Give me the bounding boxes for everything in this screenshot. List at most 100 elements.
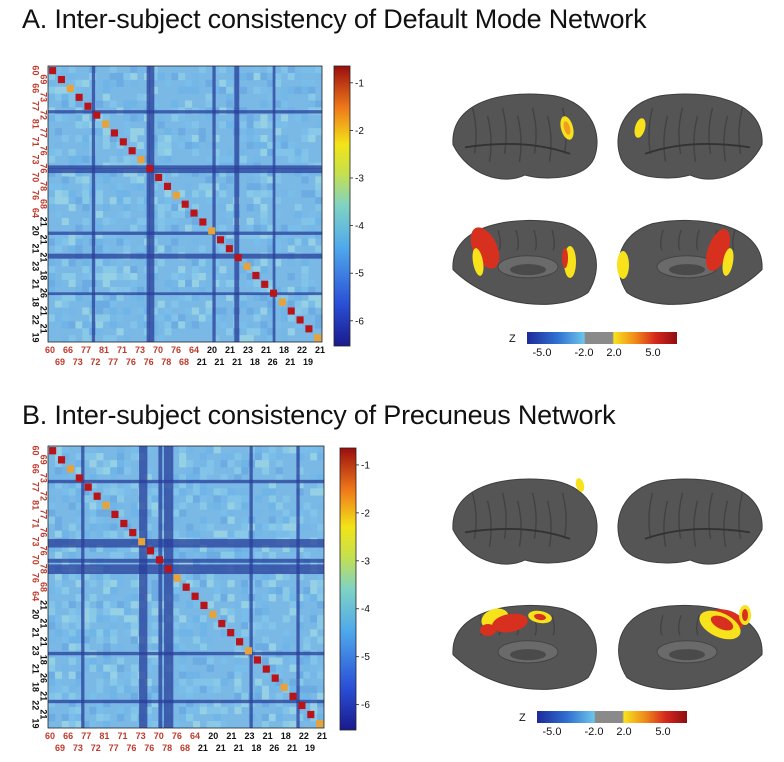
matrix-cell [150, 169, 158, 177]
matrix-cell [48, 273, 56, 281]
matrix-cell [61, 114, 69, 122]
matrix-cell [267, 293, 275, 301]
colorbar-tick-label: -1 [361, 460, 370, 471]
matrix-cell [82, 321, 90, 329]
matrix-cell [205, 100, 213, 108]
matrix-cell [239, 300, 247, 308]
matrix-cell [226, 231, 234, 239]
brain-sulcus [471, 492, 477, 539]
matrix-cell [150, 231, 158, 239]
matrix-cell [296, 544, 304, 553]
matrix-cell [110, 601, 118, 609]
matrix-cell [219, 307, 227, 315]
similarity-matrix-a: 6069667377728177717673767078766864212021… [31, 65, 365, 367]
matrix-cell [205, 176, 213, 184]
matrix-cell [227, 579, 235, 588]
matrix-cell [117, 657, 125, 665]
matrix-bottom-tick: 76 [144, 357, 154, 367]
matrix-cell [109, 231, 117, 239]
matrix-cell [191, 169, 199, 177]
matrix-bottom-tick: 23 [244, 731, 254, 741]
matrix-cell [253, 238, 261, 246]
matrix-cell [179, 509, 187, 517]
matrix-cell [280, 286, 289, 294]
matrix-cell [220, 594, 228, 602]
matrix-cell [205, 93, 213, 101]
matrix-cell [103, 657, 111, 665]
matrix-diagonal-cell [110, 129, 119, 137]
matrix-cell [82, 79, 90, 87]
matrix-left-tick: 21 [39, 637, 49, 647]
matrix-cell [75, 321, 83, 329]
matrix-cell [294, 204, 302, 212]
matrix-cell [191, 224, 199, 232]
matrix-cell [317, 502, 325, 510]
matrix-cell [103, 509, 111, 517]
matrix-cell [172, 488, 180, 496]
z-colorbar-tick: -5.0 [543, 726, 562, 738]
matrix-band [163, 446, 170, 728]
matrix-bottom-tick: 69 [55, 357, 65, 367]
matrix-cell [82, 720, 90, 729]
matrix-cell [75, 643, 83, 651]
matrix-cell [301, 300, 309, 308]
matrix-cell [310, 453, 318, 461]
matrix-cell [117, 685, 125, 694]
matrix-cell [275, 671, 283, 679]
matrix-cell [241, 579, 249, 588]
matrix-bottom-tick: 71 [117, 345, 127, 355]
matrix-band [234, 66, 240, 342]
matrix-cell [157, 300, 165, 308]
matrix-cell [198, 286, 206, 294]
matrix-cell [54, 467, 63, 475]
matrix-cell [109, 66, 117, 74]
matrix-cell [219, 183, 227, 191]
matrix-cell [137, 141, 145, 150]
matrix-cell [241, 551, 249, 560]
matrix-cell [151, 720, 159, 729]
matrix-frame [47, 445, 325, 729]
matrix-bottom-tick: 68 [180, 743, 190, 753]
activation-blob [563, 121, 571, 135]
matrix-cell [219, 79, 227, 87]
matrix-cell [151, 622, 159, 630]
matrix-cell [61, 530, 69, 538]
brain-sulcus [660, 229, 664, 251]
matrix-left-tick: 66 [31, 83, 41, 93]
matrix-band [158, 446, 163, 728]
matrix-cell [68, 169, 76, 177]
matrix-cell [239, 231, 247, 239]
matrix-cell [144, 551, 152, 560]
matrix-cell [260, 307, 268, 315]
matrix-diagonal-cell [75, 474, 83, 482]
matrix-cell [234, 467, 242, 475]
matrix-cell [205, 300, 213, 308]
matrix-cell [89, 706, 97, 715]
brain-sulcus [660, 614, 664, 636]
matrix-cell [75, 502, 83, 510]
matrix-cell [226, 238, 234, 246]
matrix-cell [255, 594, 263, 602]
matrix-cell [102, 114, 110, 122]
matrix-cell [89, 509, 97, 517]
matrix-cell [110, 502, 118, 510]
matrix-cell [268, 551, 276, 560]
matrix-bottom-tick: 64 [189, 345, 199, 355]
matrix-cell [61, 474, 69, 482]
matrix-cell [178, 210, 186, 219]
matrix-cell [267, 328, 275, 336]
matrix-cell [68, 66, 76, 74]
matrix-cell [75, 231, 83, 239]
matrix-bottom-tick: 76 [172, 731, 182, 741]
matrix-cell [294, 155, 302, 163]
matrix-cell [172, 551, 180, 560]
matrix-cell [75, 636, 83, 644]
matrix-cell [54, 516, 63, 524]
matrix-cell [289, 706, 297, 715]
matrix-cell [234, 643, 242, 651]
z-colorbar-tick: 2.0 [616, 726, 631, 738]
matrix-cell [137, 321, 145, 329]
matrix-cell [246, 231, 254, 239]
matrix-cell [68, 238, 76, 246]
